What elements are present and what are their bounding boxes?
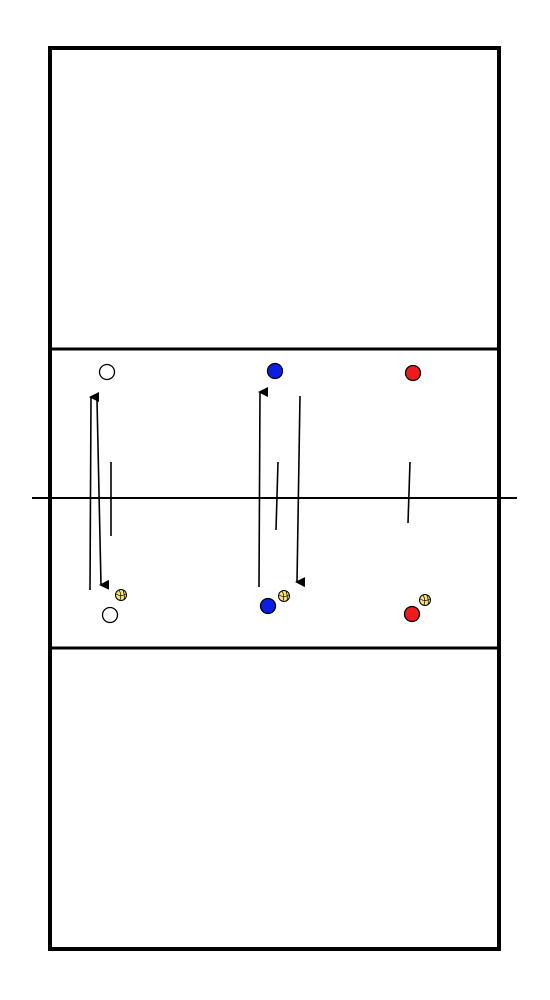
movement-lines [89,387,411,591]
arrow-down-white [96,399,110,590]
player-white-top [98,363,116,381]
arrow-down-blue [295,395,306,588]
short-line-red [407,461,411,524]
short-line-blue [275,461,279,531]
player-blue-top [266,362,284,380]
player-white-bottom [101,606,119,624]
balls [115,589,431,606]
players [98,362,422,624]
player-red-bottom [403,605,421,623]
arrow-up-blue [258,387,269,588]
arrow-up-white [89,392,100,591]
volleyball-icon [115,589,127,601]
volleyball-icon [278,590,290,602]
volleyball-icon [419,594,431,606]
player-red-top [404,364,422,382]
player-blue-bottom [259,597,277,615]
